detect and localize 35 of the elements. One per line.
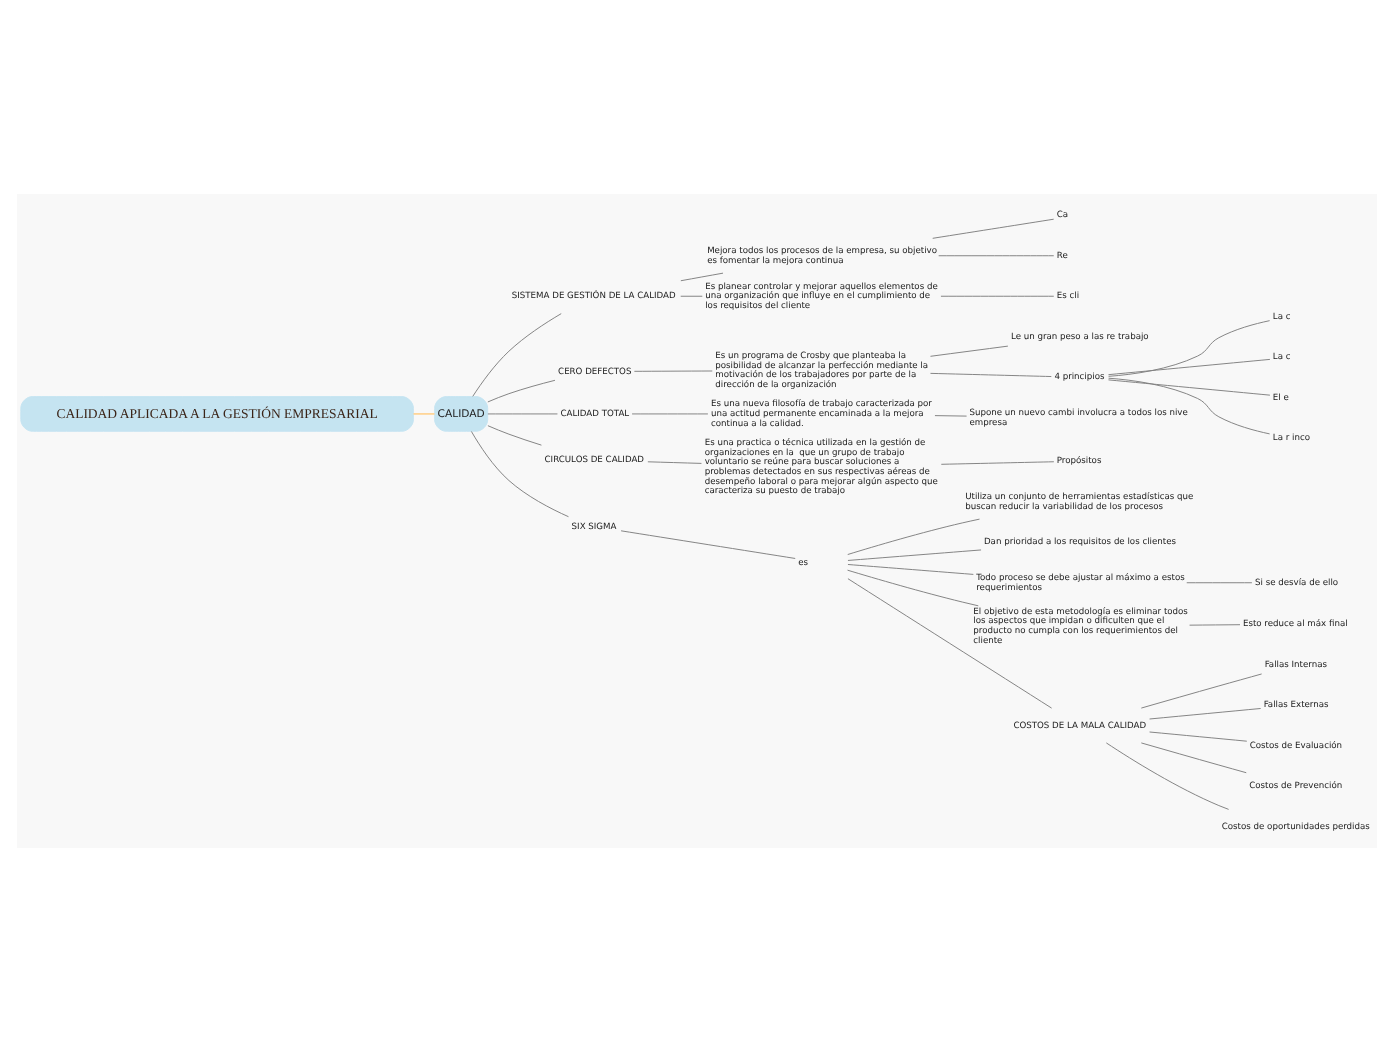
connector — [631, 412, 709, 414]
connector — [620, 529, 796, 558]
connector — [412, 412, 436, 414]
connector — [470, 429, 569, 517]
connector — [847, 577, 1053, 708]
connector — [1140, 672, 1263, 708]
connector — [930, 344, 1009, 356]
connector — [940, 460, 1055, 464]
connector — [932, 217, 1055, 238]
connector — [680, 294, 703, 296]
connector — [930, 371, 1052, 377]
connector — [487, 412, 558, 414]
connector — [847, 563, 974, 574]
connector — [647, 460, 702, 463]
connector — [487, 424, 542, 445]
connector — [940, 294, 1055, 296]
connector — [1105, 741, 1230, 809]
connector — [1108, 357, 1271, 375]
connector — [1149, 707, 1262, 719]
connector — [1149, 730, 1248, 741]
connector — [1108, 319, 1271, 376]
connector — [934, 414, 968, 416]
connector — [938, 254, 1055, 256]
connector — [1189, 623, 1241, 625]
connector — [472, 312, 562, 396]
connector — [847, 517, 980, 554]
connector — [487, 378, 556, 402]
connector — [1108, 378, 1271, 395]
connector — [847, 548, 982, 560]
connector — [1186, 581, 1253, 583]
connector — [1108, 376, 1271, 434]
connector — [633, 369, 713, 371]
connector — [680, 271, 724, 281]
connector — [1140, 741, 1247, 773]
connector — [847, 568, 979, 606]
